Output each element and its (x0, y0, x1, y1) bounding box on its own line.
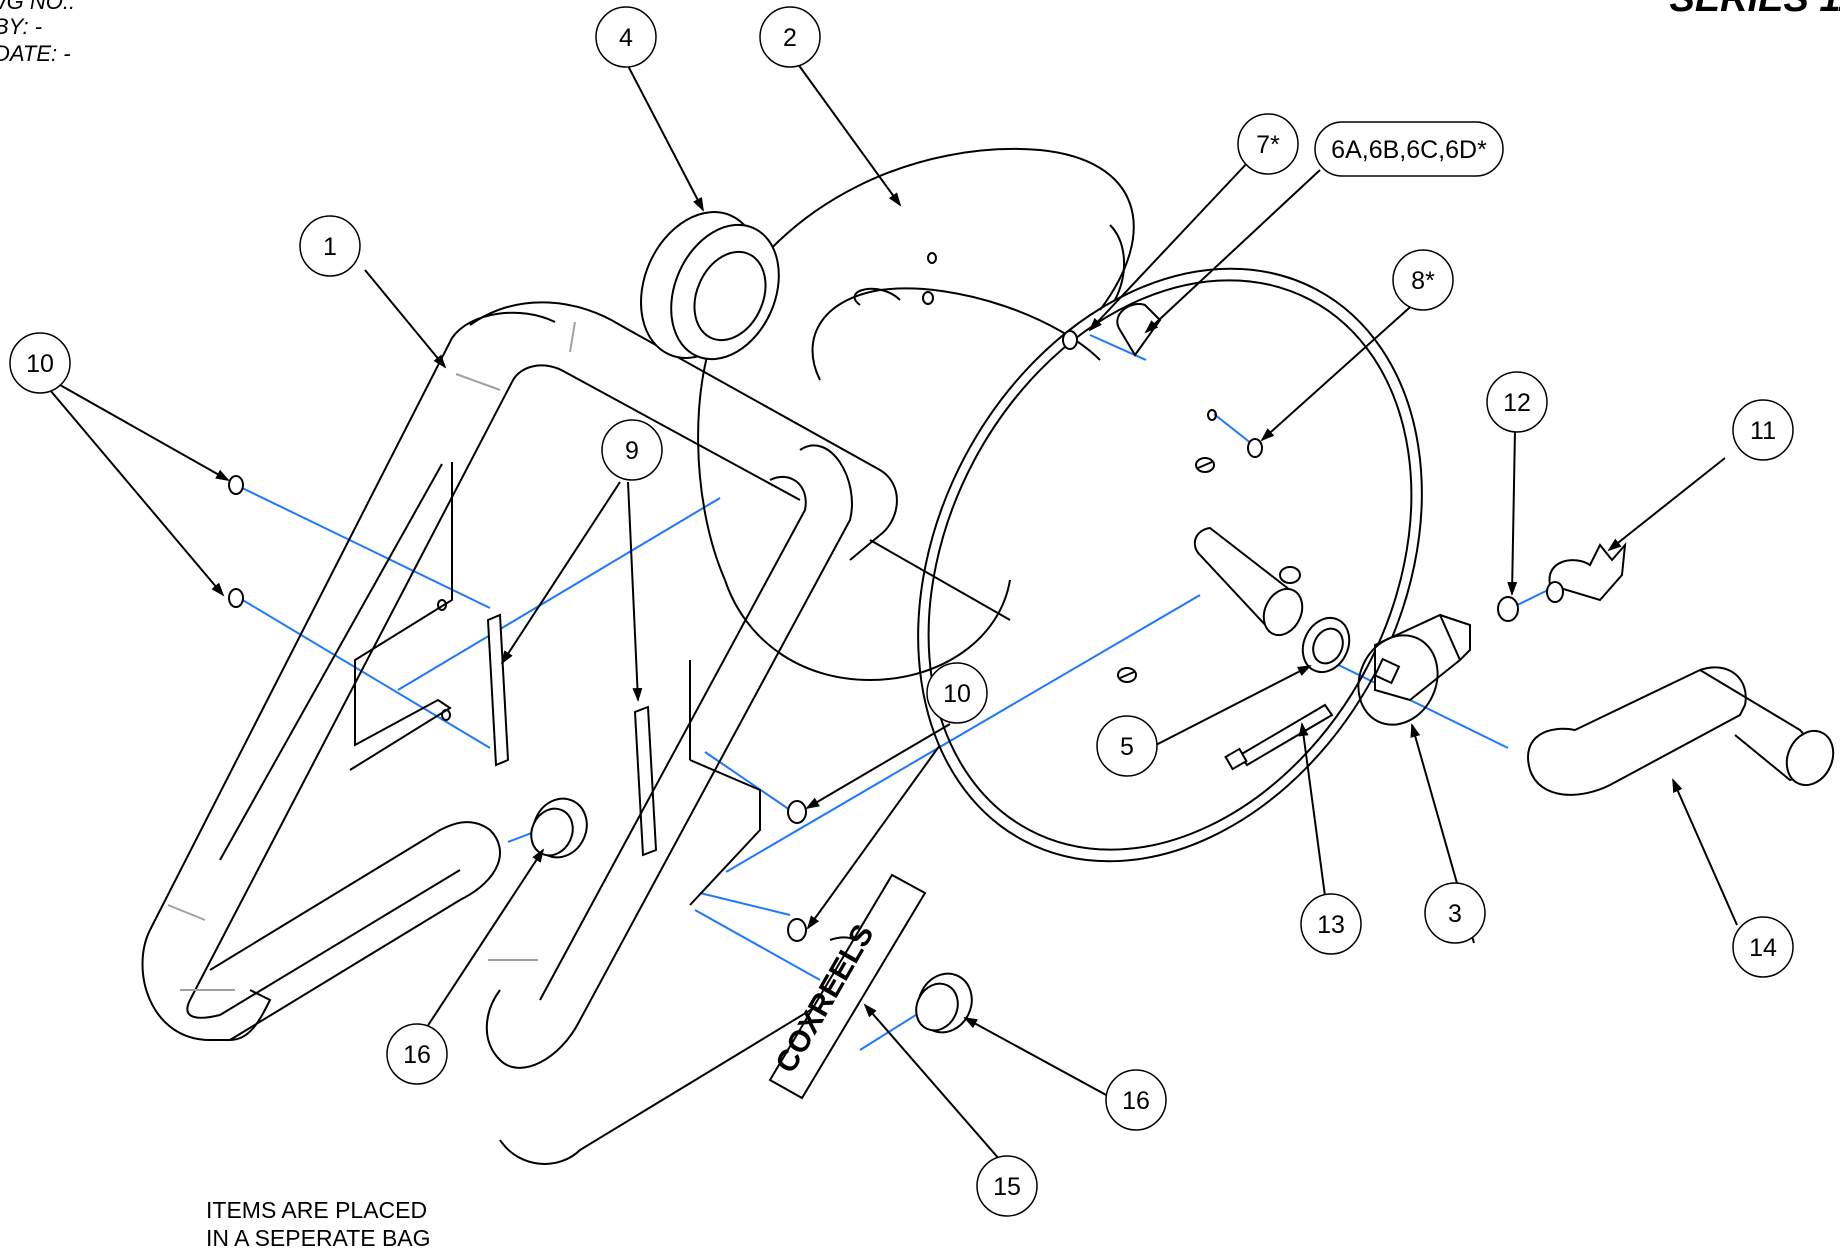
brake-block (1357, 613, 1471, 726)
axle-tube (1193, 526, 1304, 637)
callout-10-front: 10 (943, 680, 971, 708)
reel-flange-rear (697, 148, 1135, 682)
flat-washer (1497, 596, 1519, 622)
callout-14: 14 (1749, 934, 1777, 962)
bag-note: ITEMS ARE PLACED IN A SEPERATE BAG (206, 1196, 431, 1252)
callout-balloons (9, 6, 1794, 1217)
callout-13: 13 (1317, 911, 1345, 939)
callout-1: 1 (323, 233, 337, 261)
callout-3: 3 (1448, 900, 1462, 928)
callout-10-left: 10 (26, 350, 54, 378)
reel-drum (811, 287, 1101, 621)
mounting-straps (486, 613, 658, 857)
callout-16-right: 16 (1122, 1087, 1150, 1115)
callout-9: 9 (625, 437, 639, 465)
callout-8: 8* (1411, 267, 1435, 295)
callout-4: 4 (619, 24, 633, 52)
drawn-by-label: BY: - (0, 14, 43, 39)
callout-12: 12 (1503, 389, 1531, 417)
bearing-washer (1301, 616, 1351, 674)
frame-seams (167, 321, 576, 991)
callout-2: 2 (783, 24, 797, 52)
callout-6: 6A,6B,6C,6D* (1331, 136, 1487, 164)
bushing (640, 211, 780, 361)
bumper-feet (228, 475, 807, 942)
callout-11: 11 (1750, 417, 1776, 445)
bag-note-line-1: ITEMS ARE PLACED (206, 1197, 428, 1223)
crank-handle (1527, 666, 1835, 796)
frame-clip (1062, 303, 1263, 458)
leader-lines (49, 59, 1738, 1161)
callout-labels: 1 2 3 4 5 6A,6B,6C,6D* 7* 8* 9 10 10 11 … (26, 24, 1777, 1201)
star-knob (1546, 541, 1627, 603)
bag-note-line-2: IN A SEPERATE BAG (206, 1225, 431, 1251)
end-caps (530, 797, 973, 1034)
rear-mount-plate (219, 462, 453, 861)
callout-16-left: 16 (403, 1041, 431, 1069)
callout-7: 7* (1256, 131, 1280, 159)
hex-bolt (1224, 703, 1334, 771)
callout-5: 5 (1120, 733, 1134, 761)
drawing-number-label: DWG NO.: (0, 0, 76, 14)
brand-plate: COXREELS (768, 873, 927, 1100)
frame-rear (141, 301, 898, 1041)
callout-15: 15 (993, 1173, 1021, 1201)
date-label: DATE: - (0, 41, 71, 66)
